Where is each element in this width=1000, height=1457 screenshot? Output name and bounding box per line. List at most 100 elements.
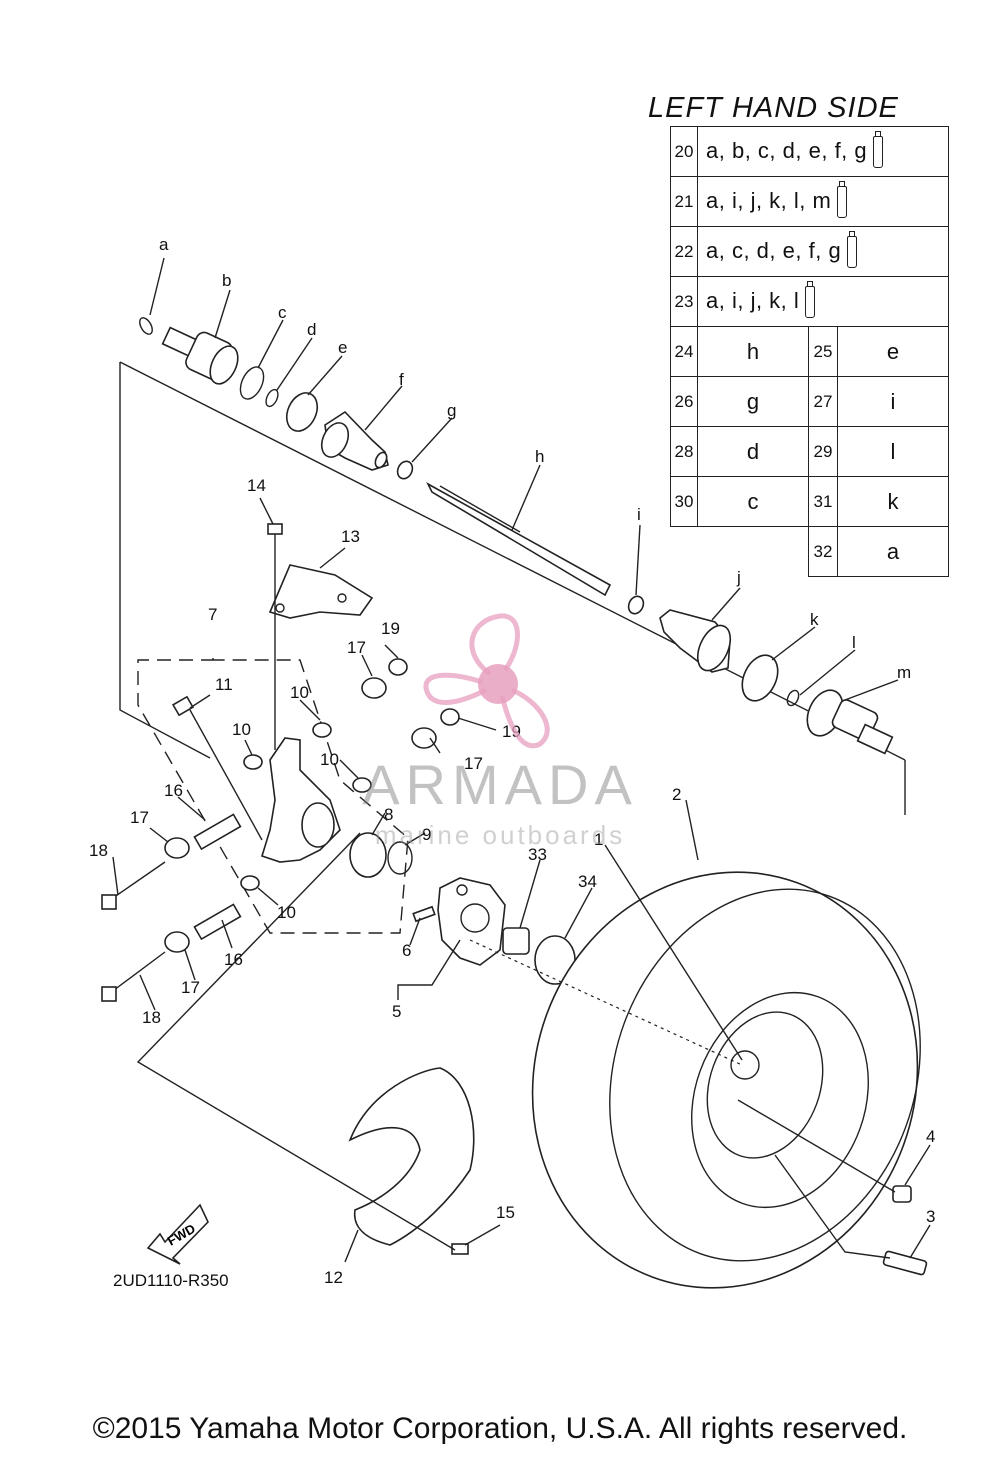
callout-c: c (278, 303, 287, 322)
kit-part: k (836, 476, 950, 527)
kit-number: 22 (670, 226, 698, 277)
kit-number: 20 (670, 126, 698, 177)
kit-parts: a, c, d, e, f, g (697, 226, 949, 277)
grease-nipple-11 (171, 695, 263, 841)
callout-16b: 16 (224, 950, 243, 969)
callout-j: j (736, 568, 741, 587)
callout-i: i (637, 505, 641, 524)
callout-15: 15 (496, 1203, 515, 1222)
callout-6: 6 (402, 941, 411, 960)
callout-9: 9 (422, 825, 431, 844)
stud-6 (412, 905, 436, 923)
table-title: LEFT HAND SIDE (648, 92, 899, 124)
bolts-18 (101, 861, 166, 1002)
band-g (396, 460, 414, 480)
callout-14: 14 (247, 476, 266, 495)
callout-7: 7 (208, 605, 217, 624)
callout-33: 33 (528, 845, 547, 864)
kit-number: 30 (670, 476, 698, 527)
kit-part: d (696, 426, 810, 477)
kit-number: 25 (808, 326, 838, 377)
callout-11: 11 (215, 675, 233, 694)
disc-guard-12 (348, 1067, 475, 1246)
callout-k: k (810, 610, 819, 629)
driveshaft-group-outline (119, 361, 906, 815)
callout-17c: 17 (464, 754, 483, 773)
grease-tube-icon (873, 130, 884, 168)
boot-j (659, 609, 732, 673)
hub-5 (437, 877, 506, 966)
guard-leader-line (136, 832, 456, 1251)
callout-10b: 10 (290, 683, 309, 702)
ring-c (239, 366, 265, 400)
clip-l (786, 689, 800, 707)
kit-parts: a, b, c, d, e, f, g (697, 126, 949, 177)
band-k (741, 654, 779, 702)
kit-part: h (696, 326, 810, 377)
callout-2: 2 (672, 785, 681, 804)
collars-19 (388, 658, 460, 726)
joint-b (161, 326, 239, 385)
band-i (627, 595, 645, 615)
kit-parts: a, i, j, k, l (697, 276, 949, 327)
callout-17b: 17 (347, 638, 366, 657)
callout-m: m (897, 663, 911, 682)
callout-4: 4 (926, 1127, 935, 1146)
kit-number: 32 (808, 526, 838, 577)
diagram-code: 2UD1110-R350 (113, 1271, 229, 1290)
callout-d: d (307, 320, 316, 339)
grease-tube-icon (847, 230, 858, 268)
callout-10d: 10 (277, 903, 296, 922)
callout-12: 12 (324, 1268, 343, 1287)
callout-leaders (112, 257, 931, 1263)
nut-4 (892, 1185, 912, 1203)
table-row: 21 a, i, j, k, l, m (670, 176, 949, 227)
callout-19b: 19 (502, 722, 521, 741)
table-row: 26 g 27 i (670, 376, 950, 427)
kit-number: 31 (808, 476, 838, 527)
callout-19a: 19 (381, 619, 400, 638)
kit-part: e (836, 326, 950, 377)
kit-number: 24 (670, 326, 698, 377)
callout-e: e (338, 338, 347, 357)
boot-f (320, 410, 389, 471)
wheel-leader-lines (737, 1099, 896, 1259)
grease-tube-icon (805, 280, 816, 318)
shaft-h (426, 482, 612, 597)
callout-g: g (447, 401, 456, 420)
table-row: 24 h 25 e (670, 326, 950, 377)
callout-18a: 18 (89, 841, 108, 860)
bushings-10 (240, 722, 372, 891)
knuckle-group-outline (137, 658, 409, 934)
callout-3: 3 (926, 1207, 935, 1226)
table-row: 23 a, i, j, k, l (670, 276, 949, 327)
callout-8: 8 (384, 805, 393, 824)
table-row: 20 a, b, c, d, e, f, g (670, 126, 949, 177)
kit-number: 23 (670, 276, 698, 327)
callout-10a: 10 (232, 720, 251, 739)
table-row: 32 a (670, 526, 950, 577)
bolt-14 (267, 523, 283, 750)
callout-f: f (399, 370, 404, 389)
callout-13: 13 (341, 527, 360, 546)
kit-number: 29 (808, 426, 838, 477)
table-row: 28 d 29 l (670, 426, 950, 477)
band-e (285, 392, 319, 432)
kit-part: a (836, 526, 950, 577)
callout-b: b (222, 271, 231, 290)
copyright-notice: ©2015 Yamaha Motor Corporation, U.S.A. A… (92, 1412, 908, 1445)
clip-a (139, 317, 153, 335)
table-row: 30 c 31 k (670, 476, 950, 527)
kit-number: 27 (808, 376, 838, 427)
bracket-13 (268, 564, 374, 619)
callout-16a: 16 (164, 781, 183, 800)
callout-1: 1 (594, 830, 603, 849)
grease-tube-icon (837, 180, 848, 218)
callout-labels: a b c d e f g h i j k l m 1 2 3 4 5 6 7 … (89, 235, 935, 1287)
callout-18b: 18 (142, 1008, 161, 1027)
kit-part: l (836, 426, 950, 477)
kit-part: c (696, 476, 810, 527)
nut-33 (502, 927, 530, 955)
kit-parts: a, i, j, k, l, m (697, 176, 949, 227)
